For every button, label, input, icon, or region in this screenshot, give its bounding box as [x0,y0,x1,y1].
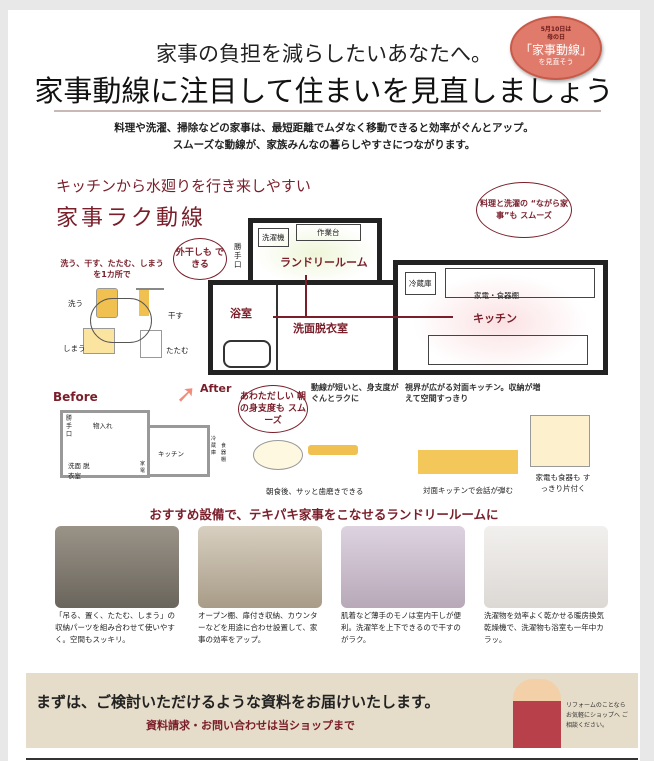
kitchen-note: 視界が広がる対面キッチン。収納が増えて空間すっきり [405,383,541,403]
cycle-arrows [90,298,152,343]
intro-line2: スムーズな動線が、家族みんなの暮らしやすさにつながります。 [172,139,476,151]
cycle-fold: たたむ [166,346,189,355]
before-back-door: 勝手口 [66,415,73,438]
bubble-morning: あわただしい 朝の身支度も スムーズ [238,385,308,433]
bottom-rule [26,758,638,760]
recommend-heading: おすすめ設備で、テキパキ家事をこなせるランドリールームに [149,507,499,522]
banner-speech: リフォームのことなら お気軽にショップへ ご相談ください。 [566,702,628,729]
wall [276,285,278,370]
badge-line1: 5月10日は [540,26,572,33]
cupboard [445,268,595,298]
caption-shelves: オープン棚、扉付き収納、カウンターなどを用途に合わせ設置して、家事の効率をアップ… [198,611,318,644]
headline-main: 家事動線に注目して住まいを見直しましょう [34,74,614,108]
fridge-label: 冷蔵庫 [405,272,436,295]
before-appliance: 家電 [140,461,146,474]
washer-label: 洗濯機 [258,228,289,247]
kitchen-counter [428,335,588,365]
before-kitchen-label: キッチン [158,450,184,458]
caption-drying-rack: 肌着など薄手のモノは室内干しが便利。洗濯竿を上下できるので干すのがラク。 [341,611,461,644]
staff-illustration [513,679,561,748]
shelf-illustration [530,415,590,467]
before-cupboard: 食器棚 [221,443,227,463]
cupboard-label: 家電・食器棚 [474,291,519,300]
banner-main: まずは、ご検討いただけるような資料をお届けいたします。 [36,693,440,711]
bubble-outdoor-drying: 外干しも できる [173,238,227,280]
contact-banner: まずは、ご検討いただけるような資料をお届けいたします。 資料請求・お問い合わせは… [26,673,638,748]
intro-line1: 料理や洗濯、掃除などの家事は、最短距離でムダなく移動できると効率がぐんとアップ。 [114,122,534,134]
kitchen-caption1: 対面キッチンで会話が弾む [423,486,513,495]
mothers-day-badge: 5月10日は 母の日 「家事動線」 を見直そう [510,16,602,80]
bathtub-icon [223,340,271,368]
before-plan [60,410,150,478]
caption-dryer: 洗濯物を効率よく乾かせる暖房換気乾燥機で、洗濯物も浴室も一年中カラッ。 [484,611,604,644]
photo-shelves [198,526,322,608]
banner-sub: 資料請求・お問い合わせは当ショップまで [146,719,355,732]
bubble-multitasking: 料理と洗濯の “ながら家事”も スムーズ [476,182,572,238]
headline-sub: 家事の負担を減らしたいあなたへ。 [156,42,492,66]
kitchen-caption2: 家電も食器も すっきり片付く [535,473,591,493]
bath-label: 浴室 [230,307,252,320]
cycle-wash: 洗う [68,299,83,308]
laundry-room-label: ランドリールーム [280,256,368,269]
photo-dryer [484,526,608,608]
section-title: 家事ラク動線 [56,206,207,231]
before-closet: 物入れ [93,422,113,430]
cycle-caption: 洗う、干す、たたむ、しまう を1カ所で [60,259,164,279]
after-label: After [200,382,232,395]
kitchen-label: キッチン [473,312,517,325]
photo-drying-rack [341,526,465,608]
before-label: Before [53,390,98,404]
folded-shirt-icon [140,330,162,358]
breakfast-plate-icon [253,440,303,470]
divider [54,110,601,112]
arrow-icon: ➚ [176,380,197,408]
badge-line4: を見直そう [538,58,574,66]
cycle-dry: 干す [168,311,183,320]
after-caption: 朝食後、サッと歯磨きできる [266,487,364,496]
counter-illustration [418,450,518,474]
photo-storage [55,526,179,608]
cycle-store: しまう [63,344,86,353]
before-kitchen [150,425,210,477]
after-note: 動線が短いと、身支度がぐんとラクに [311,383,399,403]
bath-dressing-area [208,280,398,375]
badge-line3: 「家事動線」 [519,43,592,57]
badge-line2: 母の日 [546,34,565,41]
flyer-page: 5月10日は 母の日 「家事動線」 を見直そう 家事の負担を減らしたいあなたへ。… [8,10,640,761]
before-fridge: 冷蔵庫 [211,436,217,456]
caption-storage: 「吊る、置く、たたむ、しまう」の収納パーツを組み合わせて使いやすく。空間もスッキ… [55,611,175,644]
dressing-room-label: 洗面脱衣室 [293,322,348,335]
before-dressing: 洗面 脱衣室 [68,462,90,480]
section-subtitle: キッチンから水廻りを行き来しやすい [56,177,311,195]
toothbrush-icon [308,445,358,455]
flow-arrow-vertical [305,275,307,317]
back-door-label: 勝手口 [234,242,242,269]
flow-arrow-horizontal [273,316,453,318]
workbench-label: 作業台 [296,224,361,241]
